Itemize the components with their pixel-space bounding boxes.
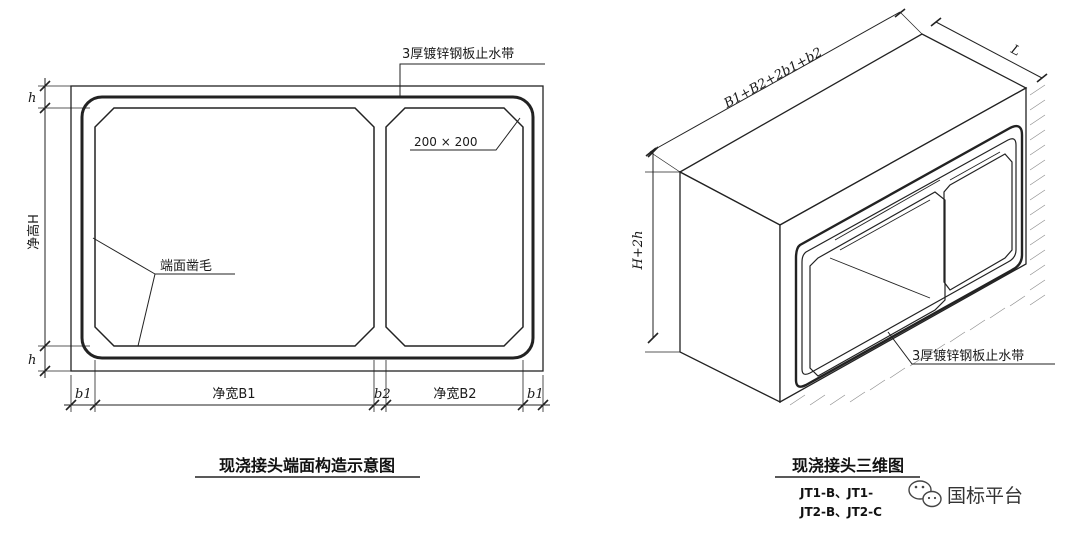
code-list-line1: JT1-B、JT1- bbox=[799, 486, 873, 500]
left-cell bbox=[94, 107, 375, 347]
face-roughen-label: 端面凿毛 bbox=[160, 259, 212, 274]
dim-clear-width-b2: 净宽B2 bbox=[433, 386, 476, 402]
dim-b1-left: b1 bbox=[75, 387, 92, 402]
left-caption: 现浇接头端面构造示意图 bbox=[219, 456, 395, 475]
waterstop-inner-3d bbox=[801, 138, 1017, 375]
dim-clear-height: 净高H bbox=[26, 214, 42, 250]
right-cell bbox=[385, 107, 524, 347]
dim-h-top: h bbox=[28, 91, 36, 106]
callout-waterstop-right: 3厚镀锌钢板止水带 bbox=[912, 348, 1024, 364]
callout-leader-right bbox=[887, 331, 1055, 365]
dim-top-line bbox=[649, 11, 901, 153]
waterstop-band-3d bbox=[794, 124, 1024, 388]
dim-b2-mid: b2 bbox=[374, 387, 391, 402]
chamfer-label: 200 × 200 bbox=[414, 135, 478, 149]
chamfer-leader bbox=[410, 117, 521, 151]
box-front-face bbox=[779, 86, 1027, 404]
watermark-text: 国标平台 bbox=[947, 485, 1023, 507]
roughen-leader-1 bbox=[92, 237, 156, 275]
opening-left bbox=[809, 191, 946, 377]
callout-leader-top bbox=[399, 63, 545, 98]
opening-right bbox=[943, 153, 1013, 291]
right-3d-view bbox=[645, 8, 1055, 478]
wechat-icon bbox=[908, 480, 942, 508]
dim-length-line bbox=[935, 21, 1043, 79]
outer-boundary bbox=[70, 85, 544, 372]
waterstop-band bbox=[80, 95, 535, 360]
hatch-pattern bbox=[789, 84, 1046, 406]
dim-h-bottom: h bbox=[28, 353, 36, 368]
right-caption: 现浇接头三维图 bbox=[792, 456, 904, 475]
dim-height-label: H+2h bbox=[631, 231, 646, 271]
code-list-line2: JT2-B、JT2-C bbox=[799, 505, 882, 519]
dim-clear-width-b1: 净宽B1 bbox=[212, 386, 255, 402]
dim-length-label: L bbox=[1007, 42, 1023, 60]
callout-waterstop-top: 3厚镀锌钢板止水带 bbox=[402, 46, 514, 62]
dim-b1-right: b1 bbox=[527, 387, 544, 402]
roughen-leader-2 bbox=[137, 273, 156, 347]
left-section-view bbox=[38, 63, 550, 478]
watermark: 国标平台 bbox=[908, 480, 1023, 508]
